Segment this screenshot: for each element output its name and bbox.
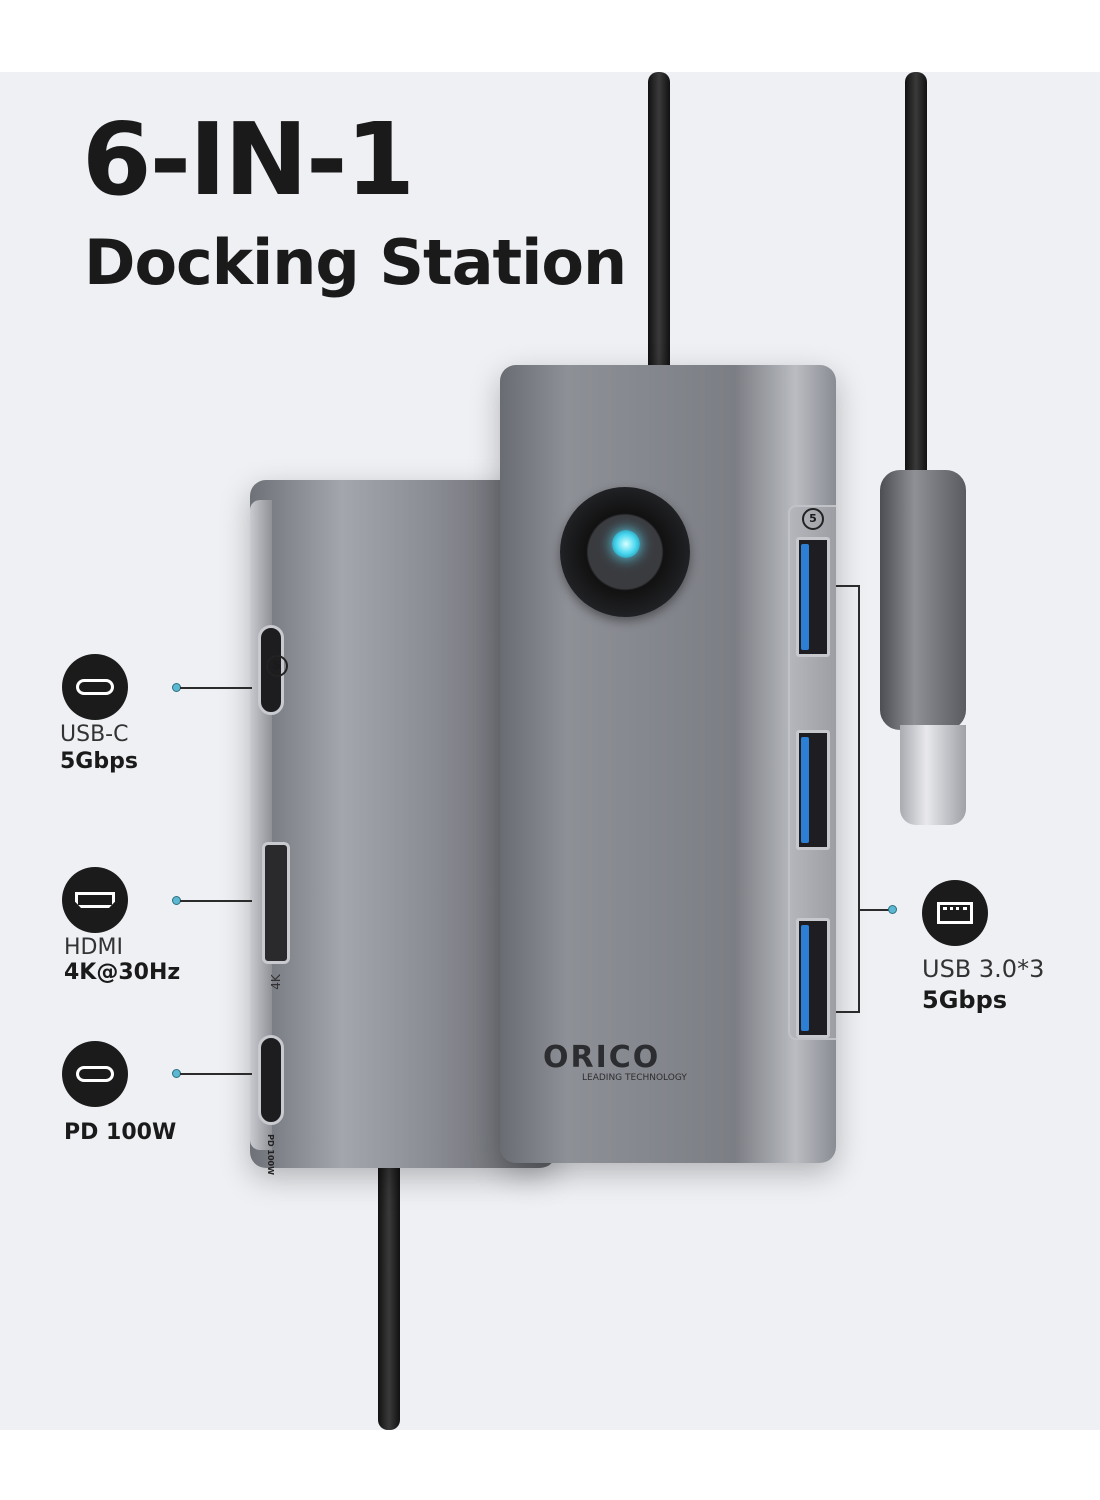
- port-spec-pd: PD 100W: [64, 1120, 177, 1145]
- orico-logo: ORICO: [543, 1040, 661, 1075]
- led-indicator: [612, 530, 640, 558]
- usb-c-icon: [62, 1041, 128, 1107]
- usb-c-plug: [900, 725, 966, 825]
- callout-line: [180, 687, 252, 689]
- bottom-cable: [378, 1150, 400, 1430]
- port-label-hdmi: HDMI: [64, 935, 123, 960]
- hdmi-icon: [62, 867, 128, 933]
- callout-line: [180, 1073, 252, 1075]
- speed-mark-right: 5: [802, 508, 824, 530]
- usb-a-port-3: [796, 918, 830, 1038]
- headline-subtitle: Docking Station: [84, 226, 627, 299]
- usb-a-port-2: [796, 730, 830, 850]
- callout-line: [860, 909, 890, 911]
- right-cable: [905, 72, 927, 482]
- orico-tagline: LEADING TECHNOLOGY: [582, 1073, 687, 1083]
- port-spec-usb-a: 5Gbps: [922, 986, 1008, 1014]
- port-label-usb-c: USB-C: [60, 722, 129, 747]
- headline-title: 6-IN-1: [82, 101, 415, 218]
- pd-usb-c-port: [258, 1035, 284, 1125]
- port-spec-hdmi: 4K@30Hz: [64, 960, 181, 985]
- usb-c-icon: [62, 654, 128, 720]
- speed-mark-left: 5: [266, 655, 288, 677]
- port-label-usb-a: USB 3.0*3: [922, 955, 1045, 983]
- hub-front-unit: [500, 365, 836, 1163]
- pd-mark: PD 100W: [265, 1134, 275, 1175]
- port-spec-usb-c: 5Gbps: [60, 749, 138, 774]
- usb-a-port-1: [796, 537, 830, 657]
- callout-line: [180, 900, 252, 902]
- usb-a-icon: [922, 880, 988, 946]
- hdmi-4k-mark: 4K: [268, 974, 283, 990]
- top-cable: [648, 72, 670, 382]
- callout-bracket: [836, 585, 860, 1013]
- usb-c-connector-housing: [880, 470, 966, 730]
- callout-dot: [888, 905, 897, 914]
- hdmi-port: [262, 842, 290, 964]
